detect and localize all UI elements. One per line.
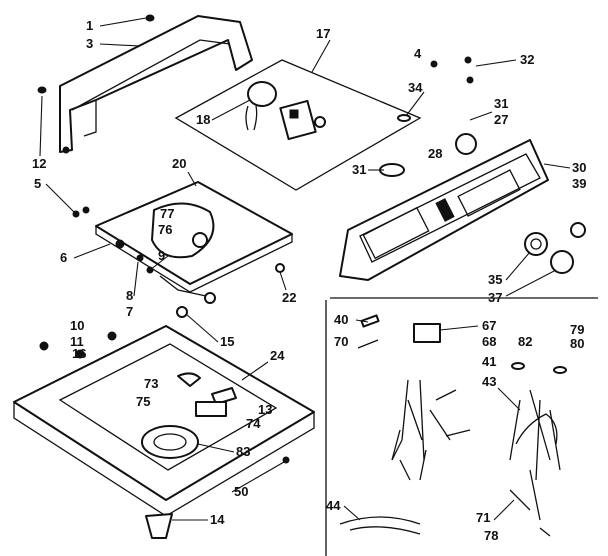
callout-68: 68 — [482, 334, 496, 349]
cabinet-top — [13, 306, 315, 539]
callout-77: 77 — [160, 206, 174, 221]
callout-39: 39 — [572, 176, 586, 191]
callout-50: 50 — [234, 484, 248, 499]
callout-24: 24 — [270, 348, 285, 363]
callouts: 1 3 12 5 6 9 8 7 17 18 20 77 76 22 4 32 … — [32, 18, 586, 543]
callout-74: 74 — [246, 416, 261, 431]
callout-27: 27 — [494, 112, 508, 127]
callout-82: 82 — [518, 334, 532, 349]
callout-16: 16 — [72, 346, 86, 361]
callout-8: 8 — [126, 288, 133, 303]
callout-3: 3 — [86, 36, 93, 51]
callout-14: 14 — [210, 512, 225, 527]
callout-75: 75 — [136, 394, 150, 409]
callout-67: 67 — [482, 318, 496, 333]
callout-83: 83 — [236, 444, 250, 459]
wiring-frame — [325, 297, 598, 556]
callout-28: 28 — [428, 146, 442, 161]
callout-70: 70 — [334, 334, 348, 349]
callout-5: 5 — [34, 176, 41, 191]
callout-76: 76 — [158, 222, 172, 237]
callout-32: 32 — [520, 52, 534, 67]
callout-43: 43 — [482, 374, 496, 389]
callout-18: 18 — [196, 112, 210, 127]
callout-31b: 31 — [352, 162, 366, 177]
control-console — [339, 56, 586, 281]
callout-12: 12 — [32, 156, 46, 171]
callout-73: 73 — [144, 376, 158, 391]
callout-30: 30 — [572, 160, 586, 175]
callout-71: 71 — [476, 510, 490, 525]
callout-41: 41 — [482, 354, 496, 369]
callout-44: 44 — [326, 498, 341, 513]
callout-78: 78 — [484, 528, 498, 543]
callout-4: 4 — [414, 46, 422, 61]
callout-13: 13 — [258, 402, 272, 417]
callout-31: 31 — [494, 96, 508, 111]
callout-80: 80 — [570, 336, 584, 351]
callout-20: 20 — [172, 156, 186, 171]
callout-35: 35 — [488, 272, 502, 287]
callout-34: 34 — [408, 80, 423, 95]
callout-79: 79 — [570, 322, 584, 337]
console-bracket — [37, 14, 253, 154]
callout-1: 1 — [86, 18, 93, 33]
callout-15: 15 — [220, 334, 234, 349]
callout-11: 11 — [70, 334, 84, 349]
callout-7: 7 — [126, 304, 133, 319]
callout-6: 6 — [60, 250, 67, 265]
callout-22: 22 — [282, 290, 296, 305]
callout-17: 17 — [316, 26, 330, 41]
callout-40: 40 — [334, 312, 348, 327]
top-panel — [72, 181, 293, 304]
leader-lines — [39, 17, 571, 521]
callout-9: 9 — [158, 248, 165, 263]
upper-plate — [174, 59, 422, 191]
callout-10: 10 — [70, 318, 84, 333]
callout-37: 37 — [488, 290, 502, 305]
